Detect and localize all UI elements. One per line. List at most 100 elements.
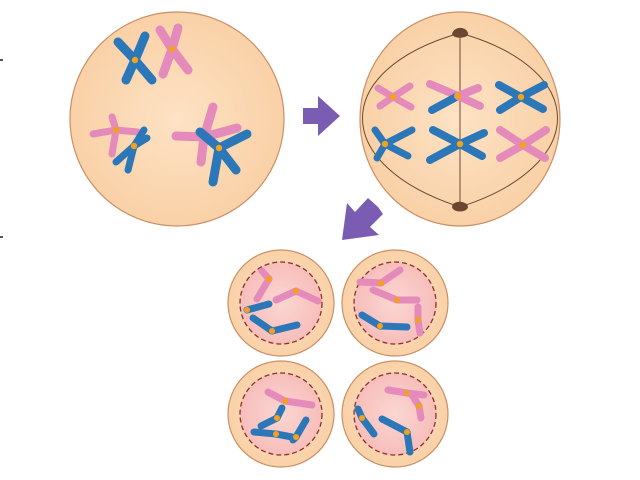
chromosome [89,113,142,158]
chromosome-arm [292,287,322,305]
spindle-pole-top [452,27,469,38]
chromosome [374,82,415,111]
chromosome-arm [356,278,385,287]
chromosome-arm [112,126,142,136]
centromere [404,390,410,396]
centromere [130,142,138,150]
centromere [112,126,120,134]
cell-with-chromosomes [69,11,285,227]
chromosome-arm [377,266,404,287]
spindle-fiber [459,32,558,208]
centromere [416,403,422,409]
chromosome-arm [249,314,276,335]
edge-mark [0,236,3,238]
centromere [454,92,462,100]
chromosome [426,126,488,164]
arrow-down-left-icon [342,198,383,240]
chromosome [250,428,296,441]
centromere [131,56,139,64]
chromosome [272,287,322,305]
chromosome [495,81,548,114]
chromosome [195,127,252,187]
chromosome [356,266,404,287]
chromosome-group [371,80,550,164]
chromosome-arm [272,287,300,304]
chromosome [414,303,424,337]
chromosome-arm [381,140,412,160]
centromere [293,434,299,440]
edge-mark [0,59,3,61]
daughter-cell [341,249,449,357]
chromosome-arm [214,129,252,153]
chromosome-arm [130,55,157,85]
centromere [359,415,365,421]
chromosome-arm [496,126,527,149]
centromere [394,297,400,303]
left-edge-marks [0,59,3,238]
chromosome-arm [381,126,416,148]
chromosome-arm [124,142,138,174]
chromosome-arm [167,44,193,75]
daughter-cell [227,249,335,357]
centromere [168,45,176,53]
chromosome-arm [403,428,414,456]
chromosome-arm [281,397,316,409]
chromosome-arm [243,300,273,314]
chromosome-arm [496,93,525,114]
chromosome [155,23,193,79]
chromosome [378,415,414,456]
chromosome [257,404,286,430]
centromere [282,398,288,404]
spindle-pole-bottom [452,201,468,212]
spindle-fibers [362,32,558,208]
centromere [273,431,279,437]
centromere [378,280,384,286]
cell-membrane [69,11,285,227]
centromere [293,288,299,294]
chromosome [369,286,421,304]
chromosome [408,391,425,422]
cell-with-spindle [359,11,561,227]
chromosome [243,300,273,314]
chromosome-arm [426,140,464,164]
chromosome [289,416,310,444]
chromosome-arm [454,92,484,110]
chromosome-arm [496,141,527,162]
chromosome-group [89,23,252,187]
centromere [389,93,397,101]
chromosome [112,126,151,174]
chromosome-arm [428,92,462,114]
chromosome-arm [517,93,547,113]
daughter-cell [341,360,449,468]
centromere [274,415,280,421]
chromosome-arm [376,322,411,331]
daughter-cell [227,360,335,468]
arrow-right-icon [303,96,340,136]
chromosome [253,267,273,303]
chromosome-arm [429,126,464,148]
centromere [244,307,250,313]
chromosome-arm [358,311,384,330]
chromosome-arm [250,428,280,438]
chromosome-arm [268,321,301,335]
chromosome-arm [519,126,550,149]
centromere [381,140,389,148]
chromosome [249,314,301,335]
centromere [377,323,383,329]
chromosome-arm [214,143,241,175]
centromere [517,93,525,101]
chromosome [426,80,484,114]
chromosome [496,126,550,162]
chromosome [113,31,157,85]
chromosome-arm [378,415,411,436]
chromosome-arm [456,140,486,160]
chromosome [264,388,316,409]
centromere [415,317,421,323]
chromosome-arm [389,93,415,111]
centromere [215,144,223,152]
centromere [404,429,410,435]
centromere [266,276,272,282]
chromosome-arm [108,126,120,158]
